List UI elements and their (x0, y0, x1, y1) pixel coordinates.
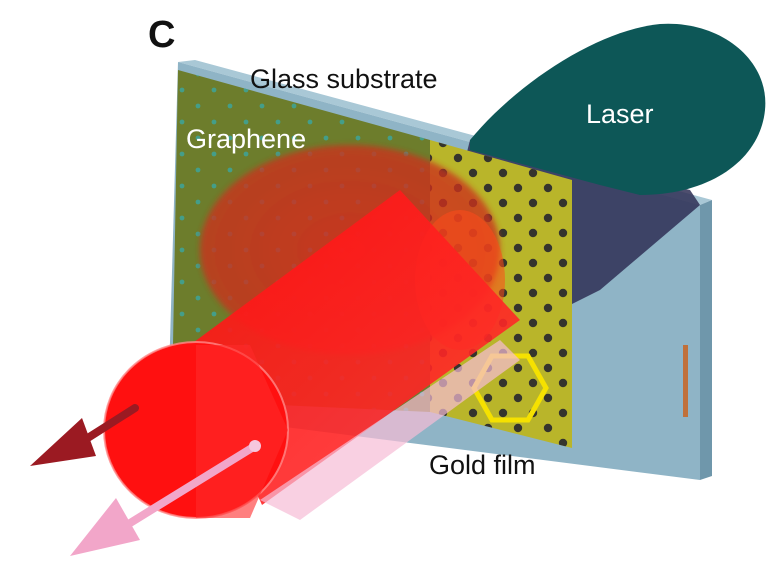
glass-edge-mark (683, 345, 688, 417)
glass-right-edge (700, 200, 712, 480)
panel-letter: C (148, 14, 176, 56)
dark-red-arrow (30, 404, 139, 466)
glass-substrate-label: Glass substrate (250, 64, 438, 94)
pink-beam (260, 340, 520, 520)
laser-label: Laser (586, 99, 654, 129)
pink-arrow (70, 440, 261, 556)
output-beam-highlight (196, 345, 288, 518)
gold-film-label: Gold film (429, 450, 536, 480)
laser-beam-body (470, 23, 766, 195)
graphene-label: Graphene (186, 124, 307, 154)
output-beam (103, 190, 520, 519)
